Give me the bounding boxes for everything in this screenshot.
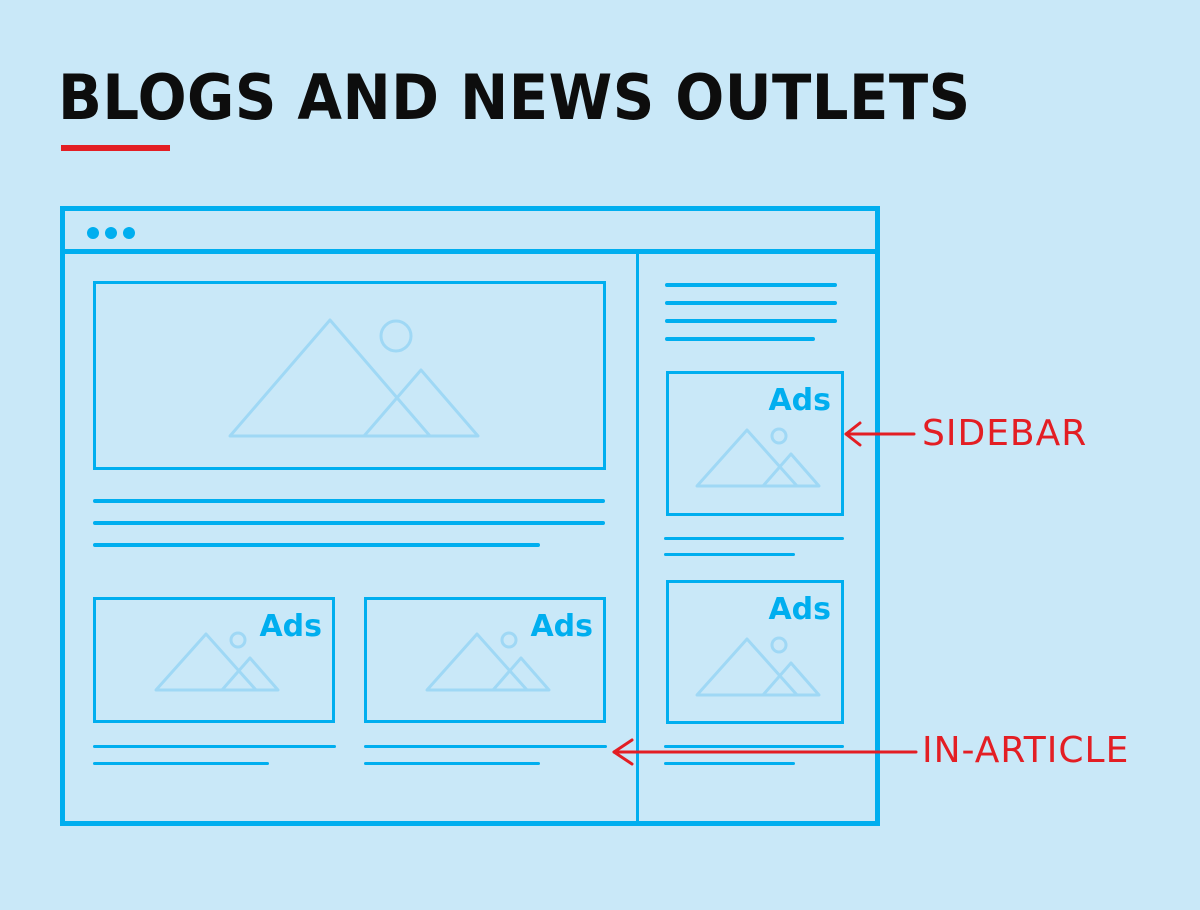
article-text-line [93,521,605,525]
in-article-ad-left: Ads [93,597,335,723]
mountain-image-icon [154,631,280,692]
browser-window: Ads Ads Ads Ads [60,206,880,826]
ad-caption-line [93,762,269,765]
sidebar-divider [636,254,639,821]
sidebar-text-line [665,337,815,341]
mountain-image-icon [425,631,551,692]
ad-caption-line [664,553,795,556]
article-text-line [93,543,540,547]
ad-label: Ads [259,609,322,644]
browser-title-bar [65,211,875,254]
article-text-line [93,499,605,503]
window-dot-icon [87,227,99,239]
sidebar-callout-label: SIDEBAR [922,413,1088,454]
ad-caption-line [364,762,540,765]
window-dot-icon [123,227,135,239]
sidebar-arrow-icon [844,421,916,447]
hero-image [93,281,606,470]
page-title: BLOGS AND NEWS OUTLETS [58,61,971,134]
ad-caption-line [664,745,844,748]
sidebar-ad-bottom: Ads [666,580,844,724]
ad-label: Ads [530,609,593,644]
ad-caption-line [664,762,795,765]
sidebar-text-line [665,319,837,323]
ad-caption-line [664,537,844,540]
in-article-callout-label: IN-ARTICLE [922,730,1130,771]
in-article-ad-right: Ads [364,597,606,723]
window-dot-icon [105,227,117,239]
mountain-image-icon [695,427,821,488]
ad-caption-line [364,745,607,748]
mountain-image-icon [228,318,480,438]
title-underline [61,145,170,151]
sidebar-text-line [665,301,837,305]
in-article-arrow-icon [612,738,918,766]
ad-caption-line [93,745,336,748]
sidebar-ad-top: Ads [666,371,844,516]
mountain-image-icon [695,636,821,697]
ad-label: Ads [768,592,831,627]
ad-label: Ads [768,383,831,418]
sidebar-text-line [665,283,837,287]
